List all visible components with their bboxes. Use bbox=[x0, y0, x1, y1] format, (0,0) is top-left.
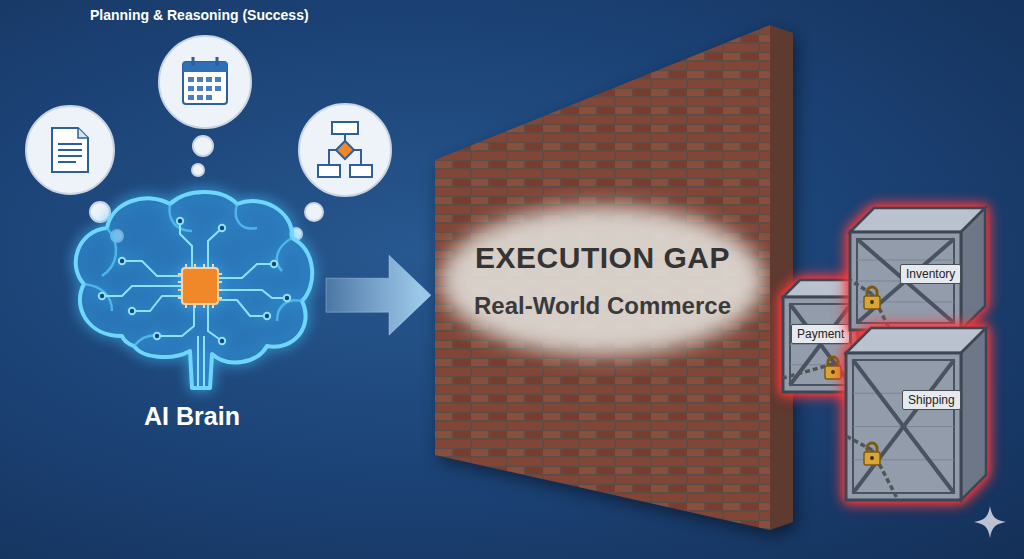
wall-text-group: EXECUTION GAP Real-World Commerce bbox=[435, 240, 770, 321]
brick-wall-drawing bbox=[435, 25, 793, 530]
wall-subheading: Real-World Commerce bbox=[435, 290, 770, 321]
watermark-star bbox=[974, 506, 1006, 538]
crate-tag: Shipping bbox=[902, 390, 961, 410]
wall-heading: EXECUTION GAP bbox=[435, 240, 770, 276]
brain-drawing bbox=[62, 186, 322, 396]
crate-tag: Payment bbox=[791, 324, 850, 344]
locked-crate: Shipping bbox=[846, 328, 986, 500]
flow-arrow bbox=[326, 255, 431, 335]
ai-brain: AI Brain bbox=[62, 186, 322, 440]
locked-crate: Inventory bbox=[850, 208, 985, 330]
brain-caption: AI Brain bbox=[62, 402, 322, 431]
crate-tag: Inventory bbox=[900, 264, 961, 284]
crate-drawing bbox=[846, 328, 986, 500]
calendar-icon bbox=[183, 57, 227, 104]
flowchart-icon bbox=[318, 122, 372, 177]
document-icon bbox=[52, 128, 88, 172]
heading-label: Planning & Reasoning (Success) bbox=[90, 7, 309, 23]
brick-wall: EXECUTION GAP Real-World Commerce bbox=[435, 25, 793, 530]
